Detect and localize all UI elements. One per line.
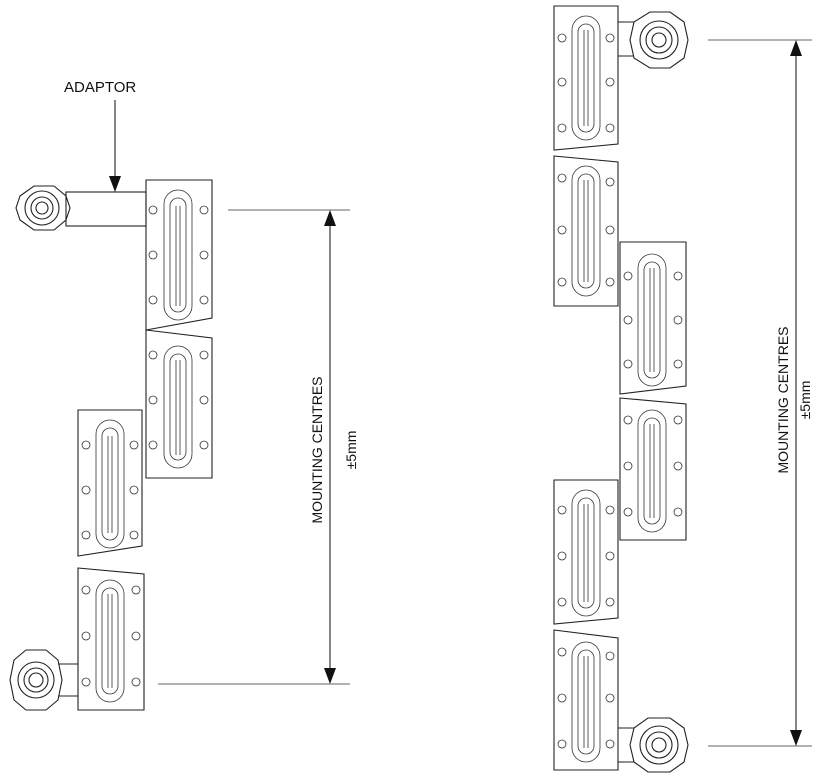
left-dimension-label: MOUNTING CENTRES	[309, 377, 325, 524]
right-assembly: MOUNTING CENTRES ±5mm	[553, 5, 813, 773]
left-pad-2	[145, 329, 213, 479]
left-top-eye-end	[15, 185, 147, 231]
right-pad-6	[553, 629, 619, 771]
right-pad-4	[619, 397, 687, 541]
adaptor-label: ADAPTOR	[64, 79, 136, 96]
right-pad-2	[553, 155, 619, 307]
right-pad-1	[553, 5, 619, 151]
left-pad-4	[77, 567, 145, 711]
right-pad-5	[553, 479, 619, 625]
left-pad-1	[145, 179, 213, 331]
left-pad-3	[77, 409, 143, 557]
right-top-eye-end	[618, 11, 689, 69]
left-assembly: ADAPTOR	[9, 79, 359, 711]
right-bottom-eye-end	[618, 717, 689, 773]
adaptor-arrow	[109, 100, 121, 192]
left-tolerance-label: ±5mm	[343, 431, 359, 470]
right-dimension-label: MOUNTING CENTRES	[775, 327, 791, 474]
left-bottom-eye-end	[9, 649, 78, 711]
left-mounting-dimension	[158, 209, 350, 685]
right-mounting-dimension	[708, 39, 812, 747]
right-tolerance-label: ±5mm	[797, 381, 813, 420]
right-pad-3	[619, 241, 687, 395]
